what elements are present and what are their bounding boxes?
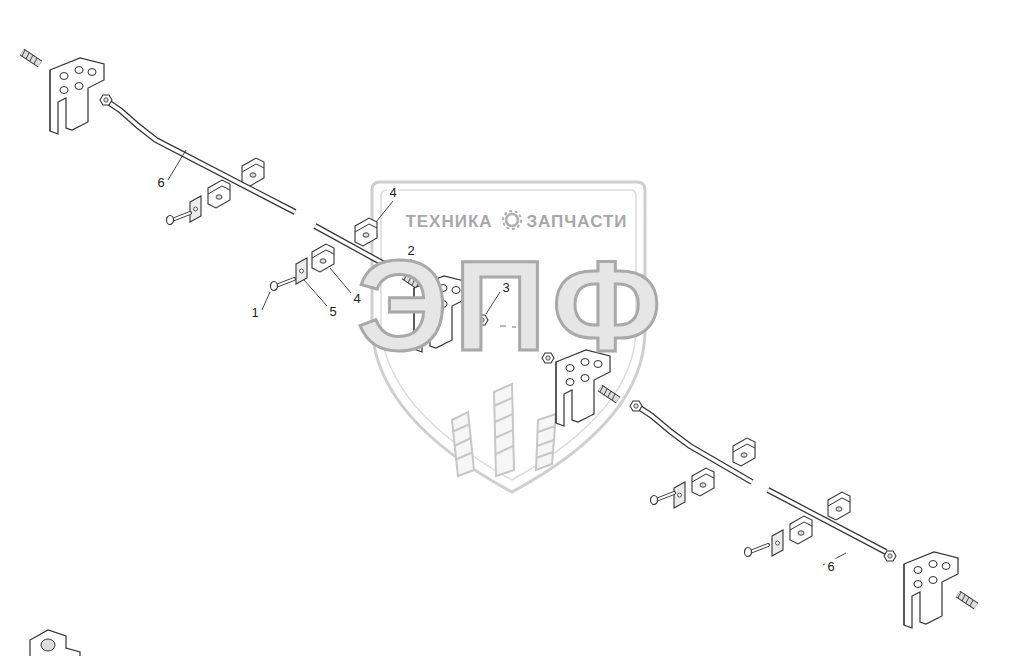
- watermark-shield-part-part: [452, 412, 474, 476]
- clamps-part: [692, 468, 714, 496]
- brackets-part: [904, 552, 958, 628]
- clamps-part: [242, 158, 264, 186]
- fittings: [22, 50, 976, 606]
- clamps-part: [651, 493, 675, 505]
- watermark-shield-part-part: [452, 424, 473, 460]
- watermark-text: ТЕХНИКА: [405, 213, 492, 230]
- watermark-logo: ЭПФ: [357, 242, 667, 370]
- watermark-shield-part-part: [536, 426, 555, 458]
- watermark-text: ЗАПЧАСТИ: [526, 213, 627, 230]
- leader-lines: [168, 150, 846, 565]
- watermark-shield-part-part: [494, 398, 513, 454]
- brackets: [50, 58, 958, 628]
- watermark-shield-part: [452, 384, 556, 476]
- leader-lines-part: [330, 268, 351, 293]
- leader-lines-part: [168, 150, 186, 180]
- partial-part-part: [30, 630, 80, 656]
- watermark-shield-part-part: [536, 414, 556, 470]
- callout-number: 4: [387, 185, 398, 200]
- clamps-part: [790, 516, 812, 544]
- clamps-part: [208, 180, 230, 208]
- callout-number: 5: [327, 304, 338, 319]
- fittings-part: [884, 551, 896, 561]
- clamps-part: [733, 438, 755, 466]
- fittings-part: [958, 592, 976, 606]
- leader-lines-part: [304, 280, 327, 306]
- clamps-part: [190, 196, 201, 222]
- brake-tubes-part: [768, 490, 886, 552]
- leader-lines-part: [376, 201, 393, 222]
- partial-part: [30, 630, 80, 656]
- leader-lines-part: [262, 292, 270, 310]
- fittings-part: [22, 50, 40, 64]
- clamps-part: [312, 244, 334, 272]
- clamps-part: [674, 482, 685, 508]
- clamps-part: [167, 213, 191, 225]
- partial-part-part: [41, 639, 55, 651]
- clamps-part: [296, 258, 307, 284]
- clamps: [167, 158, 851, 557]
- fittings-part: [600, 386, 618, 400]
- watermark-shield-part: [506, 214, 518, 226]
- clamps-part: [772, 530, 783, 556]
- fittings-part: [630, 401, 642, 411]
- brake-tubes: [108, 102, 886, 552]
- brake-tubes-part: [768, 490, 886, 552]
- brackets-part: [50, 58, 104, 134]
- watermark-shield-part: [503, 211, 521, 229]
- clamps-part: [828, 492, 850, 520]
- callout-number: 6: [155, 175, 166, 190]
- clamps-part: [745, 545, 769, 557]
- callout-number: 6: [825, 559, 836, 574]
- watermark-shield-part-part: [494, 384, 514, 476]
- fittings-part: [100, 95, 112, 105]
- callout-number: 1: [249, 305, 260, 320]
- clamps-part: [271, 279, 295, 291]
